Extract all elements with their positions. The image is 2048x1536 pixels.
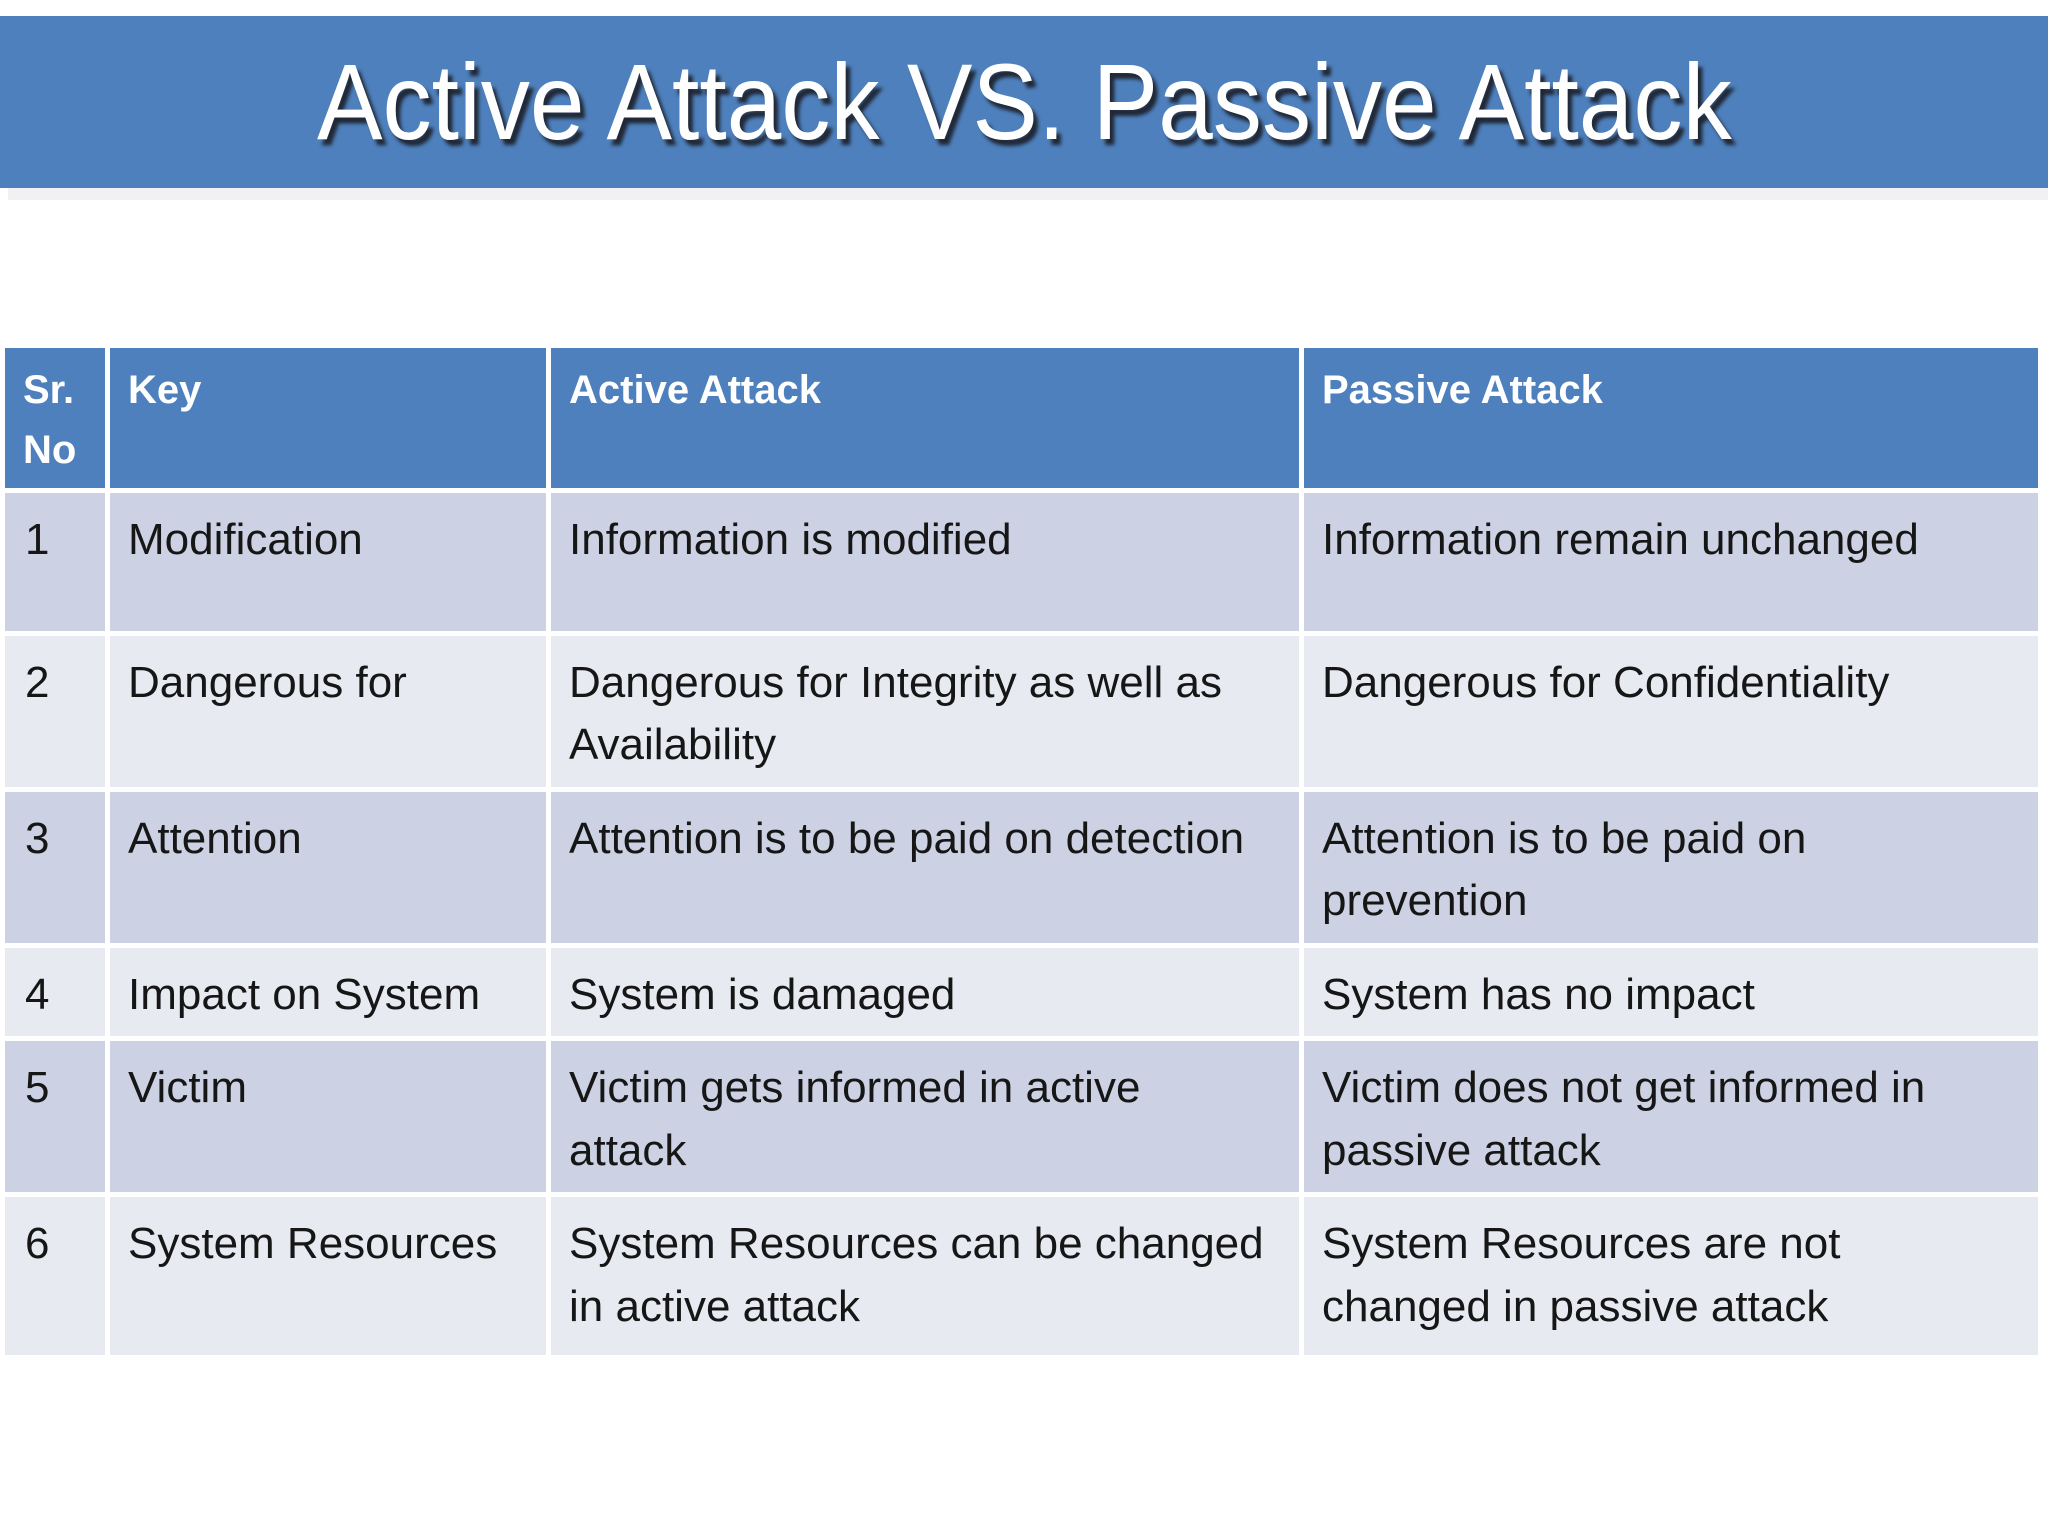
col-header-passive: Passive Attack (1304, 348, 2038, 488)
cell-sr-no: 1 (5, 493, 105, 631)
cell-key: Modification (110, 493, 546, 631)
cell-sr-no: 6 (5, 1197, 105, 1356)
cell-passive: System Resources are not changed in pass… (1304, 1197, 2038, 1356)
table-header-row: Sr. No Key Active Attack Passive Attack (5, 348, 2038, 488)
cell-key: Attention (110, 791, 546, 943)
comparison-table: Sr. No Key Active Attack Passive Attack … (0, 343, 2043, 1360)
cell-passive: Dangerous for Confidentiality (1304, 636, 2038, 787)
cell-sr-no: 2 (5, 636, 105, 787)
cell-sr-no: 5 (5, 1041, 105, 1193)
cell-key: Impact on System (110, 947, 546, 1037)
table-row: 4 Impact on System System is damaged Sys… (5, 947, 2038, 1037)
table-row: 2 Dangerous for Dangerous for Integrity … (5, 636, 2038, 787)
cell-active: System is damaged (551, 947, 1299, 1037)
cell-key: Victim (110, 1041, 546, 1193)
cell-active: Victim gets informed in active attack (551, 1041, 1299, 1193)
cell-sr-no: 4 (5, 947, 105, 1037)
col-header-key: Key (110, 348, 546, 488)
col-header-sr-no: Sr. No (5, 348, 105, 488)
cell-passive: Victim does not get informed in passive … (1304, 1041, 2038, 1193)
cell-active: Dangerous for Integrity as well as Avail… (551, 636, 1299, 787)
slide-title: Active Attack VS. Passive Attack (316, 41, 1732, 162)
table-row: 1 Modification Information is modified I… (5, 493, 2038, 631)
cell-active: Information is modified (551, 493, 1299, 631)
table-row: 5 Victim Victim gets informed in active … (5, 1041, 2038, 1193)
table-row: 3 Attention Attention is to be paid on d… (5, 791, 2038, 943)
title-banner: Active Attack VS. Passive Attack (0, 16, 2048, 188)
col-header-active: Active Attack (551, 348, 1299, 488)
cell-active: System Resources can be changed in activ… (551, 1197, 1299, 1356)
cell-passive: System has no impact (1304, 947, 2038, 1037)
cell-key: System Resources (110, 1197, 546, 1356)
cell-key: Dangerous for (110, 636, 546, 787)
cell-sr-no: 3 (5, 791, 105, 943)
table-row: 6 System Resources System Resources can … (5, 1197, 2038, 1356)
cell-passive: Information remain unchanged (1304, 493, 2038, 631)
banner-shadow-strip (8, 188, 2048, 200)
cell-active: Attention is to be paid on detection (551, 791, 1299, 943)
cell-passive: Attention is to be paid on prevention (1304, 791, 2038, 943)
